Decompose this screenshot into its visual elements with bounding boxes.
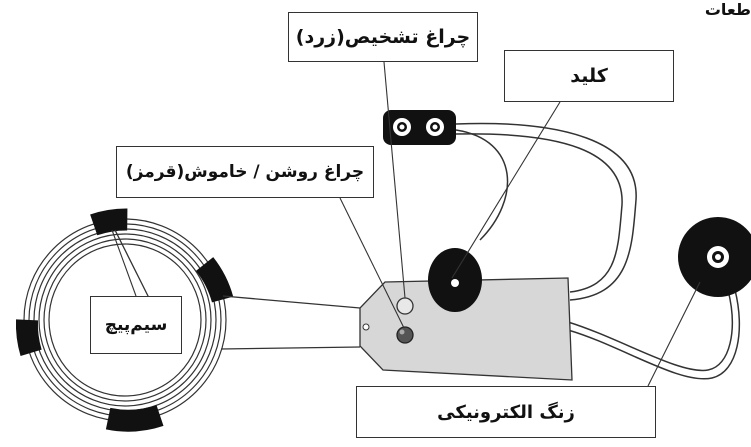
coil-label: سیم‌پیچ bbox=[90, 296, 182, 354]
key-label: کلید bbox=[504, 50, 674, 102]
battery-wires bbox=[455, 122, 637, 301]
coil-leads bbox=[114, 229, 361, 350]
push-button-icon bbox=[428, 248, 482, 312]
led-icon bbox=[396, 297, 414, 344]
buzzer-label: زنگ الکترونیکی bbox=[356, 386, 656, 438]
indicator-light-label: چراغ تشخیص(زرد) bbox=[288, 12, 478, 62]
coil-tape bbox=[15, 208, 234, 432]
leader-lines bbox=[111, 61, 701, 387]
corner-heading-fragment: طعات bbox=[704, 0, 751, 19]
power-light-label: چراغ روشن / خاموش(قرمز) bbox=[116, 146, 374, 198]
buzzer-wires bbox=[567, 289, 741, 380]
buzzer-icon bbox=[678, 217, 751, 297]
battery-connector-icon bbox=[383, 110, 456, 145]
